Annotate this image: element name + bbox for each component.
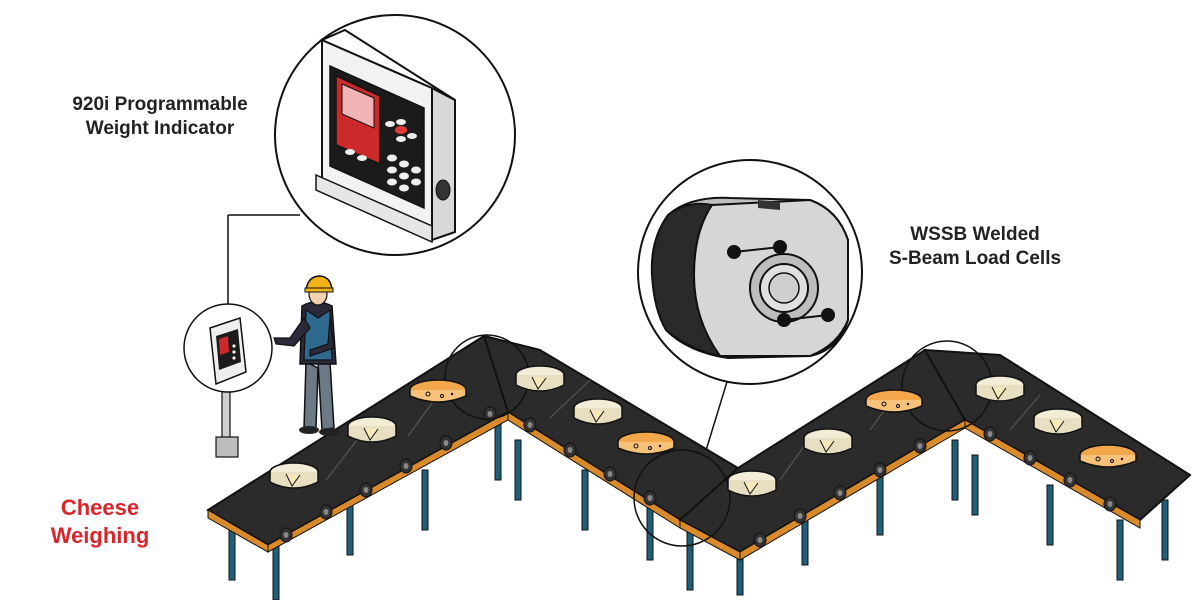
cheese-wheel: [573, 398, 623, 425]
cheese-wheel: [347, 416, 397, 443]
loadcell-label-line-2: S-Beam Load Cells: [888, 247, 1062, 269]
cheese-wheel: [975, 375, 1025, 402]
cheese-wheel-orange: [865, 389, 923, 413]
loadcell-label: WSSB Welded S-Beam Load Cells: [865, 223, 1085, 271]
indicator-label-line-1: 920i Programmable: [72, 94, 248, 115]
indicator-callout: [227, 14, 516, 306]
cheese-wheel: [269, 462, 319, 489]
diagram-title: Cheese Weighing: [30, 494, 170, 549]
loadcell-label-line-1: WSSB Welded: [910, 224, 1040, 245]
loadcell-body: [650, 196, 849, 360]
indicator-label: 920i Programmable Weight Indicator: [55, 93, 265, 141]
cheese-wheel: [1033, 408, 1083, 435]
conveyor-belt-4: [923, 348, 1192, 522]
cheese-wheel: [727, 470, 777, 497]
cheese-wheel-orange: [1079, 444, 1137, 468]
worker-figure: [273, 275, 339, 436]
title-line-2: Weighing: [50, 522, 150, 548]
indicator-label-line-2: Weight Indicator: [85, 117, 235, 139]
cheese-wheel: [803, 428, 853, 455]
weigh-point-circle: [633, 449, 731, 547]
cheese-wheel-orange: [617, 431, 675, 455]
indicator-enclosure: [315, 28, 456, 244]
indicator-on-post: [183, 303, 273, 458]
cheese-wheel-orange: [409, 379, 467, 403]
loadcell-callout: [637, 159, 863, 471]
cheese-wheel: [515, 365, 565, 392]
title-line-1: Cheese: [60, 495, 140, 520]
conveyor-rail: [964, 419, 1141, 529]
